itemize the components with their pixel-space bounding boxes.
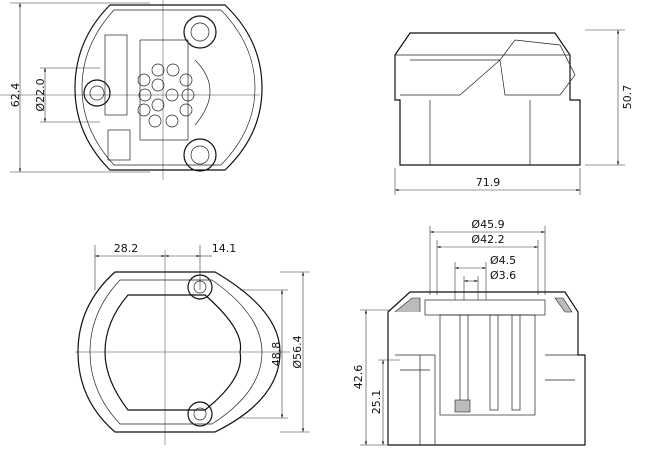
side-view: 50.7 71.9 [394,29,634,195]
section-view: Ø45.9 Ø42.2 Ø4.5 Ø3.6 42.6 25.1 [352,218,586,446]
d1-label: Ø45.9 [471,218,504,231]
hole-dim-label: Ø22.0 [34,78,47,111]
outer-dim-label: Ø56.4 [291,335,304,368]
half-dim-label: 14.1 [212,242,237,255]
height-dim-label: 42.6 [352,365,365,390]
inner-dim-label: 48.8 [270,342,283,367]
height-dim-label: 62.4 [9,83,22,108]
front-view: 28.2 14.1 48.8 Ø56.4 [75,242,310,445]
height-dim-label: 50.7 [621,85,634,110]
offset-dim-label: 28.2 [114,242,139,255]
lower-dim-label: 25.1 [370,390,383,415]
d3-label: Ø4.5 [490,254,516,267]
d4-label: Ø3.6 [490,269,516,282]
width-dim-label: 71.9 [476,176,501,189]
d2-label: Ø42.2 [471,233,504,246]
top-view: 62.4 Ø22.0 [0,0,263,180]
